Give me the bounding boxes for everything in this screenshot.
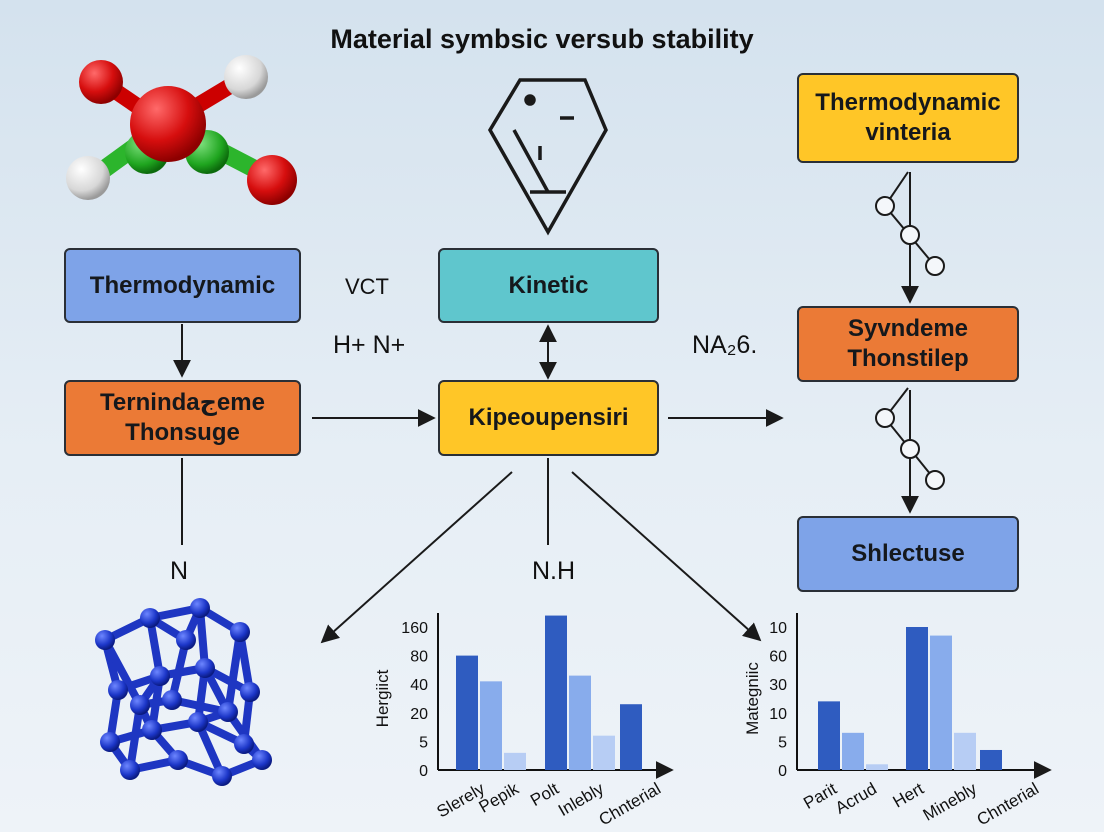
mechanism-glyph-bottom — [875, 387, 945, 490]
arrow-kipeo-to-cluster — [320, 471, 513, 644]
y-tick-label: 10 — [769, 706, 787, 723]
box-kipeoupensiri[interactable]: Kipeoupensiri — [438, 380, 659, 456]
y-tick-label: 10 — [769, 620, 787, 637]
box-kinetic-label: Kinetic — [508, 271, 589, 299]
box-syndeme[interactable]: Syvndeme Thonstilep — [797, 306, 1019, 382]
category-label: Minebly — [920, 779, 981, 825]
bar — [954, 732, 976, 770]
bar — [504, 752, 526, 770]
bar — [545, 615, 567, 770]
label-vct: VCT — [345, 274, 389, 299]
y-tick-label: 5 — [778, 734, 787, 751]
bar — [818, 701, 840, 770]
bar — [620, 704, 642, 770]
y-axis-label: Mategniic — [743, 662, 762, 735]
box-syndeme-line2: Thonstilep — [847, 345, 969, 372]
arrow-kipeo-to-chart2 — [571, 471, 762, 642]
box-kipeoupensiri-label: Kipeoupensiri — [468, 404, 629, 431]
category-label: Acrud — [832, 779, 880, 818]
flask-icon — [487, 78, 608, 236]
box-criteria-line1: Thermodynamic — [815, 89, 1001, 116]
box-thermodynamic-label: Thermodynamic — [89, 271, 276, 299]
bar — [980, 749, 1002, 770]
box-shlectuse[interactable]: Shlectuse — [797, 516, 1019, 592]
bar — [930, 635, 952, 770]
box-syndeme-line1: Syvndeme — [847, 315, 969, 342]
bar — [569, 675, 591, 770]
box-ternindagme-line2: Thonsuge — [125, 419, 240, 446]
page-title: Material symbsic versub stability — [330, 24, 754, 54]
label-h-n: H+ N+ — [333, 331, 406, 359]
bar — [593, 735, 615, 770]
box-thermodynamic-criteria[interactable]: Thermodynamic vinteria — [797, 73, 1019, 163]
label-n: N — [170, 557, 189, 585]
y-tick-label: 5 — [419, 734, 428, 751]
y-tick-label: 80 — [410, 649, 428, 666]
bar — [480, 681, 502, 770]
bar — [866, 764, 888, 770]
bar — [456, 655, 478, 770]
box-thermodynamic[interactable]: Thermodynamic — [64, 248, 301, 323]
mechanism-glyph-top — [875, 171, 945, 276]
y-tick-label: 30 — [769, 677, 787, 694]
label-na: NA₂6. — [692, 331, 758, 359]
bar — [906, 627, 928, 770]
y-tick-label: 20 — [410, 706, 428, 723]
box-criteria-line2: vinteria — [865, 119, 951, 146]
box-ternindagme-line1: Ternindaجeme — [100, 389, 265, 416]
y-tick-label: 40 — [410, 677, 428, 694]
box-ternindagme[interactable]: Ternindaجeme Thonsuge — [64, 380, 301, 456]
box-shlectuse-label: Shlectuse — [851, 540, 965, 567]
y-tick-label: 0 — [778, 763, 787, 780]
label-nh: N.H — [532, 557, 576, 585]
y-tick-label: 160 — [401, 620, 428, 637]
y-axis-label: Hergiict — [373, 669, 392, 727]
y-tick-label: 60 — [769, 649, 787, 666]
category-label: Parit — [800, 779, 840, 813]
bar — [842, 732, 864, 770]
box-kinetic[interactable]: Kinetic — [438, 248, 659, 323]
category-label: Chnterial — [974, 779, 1042, 829]
y-tick-label: 0 — [419, 763, 428, 780]
